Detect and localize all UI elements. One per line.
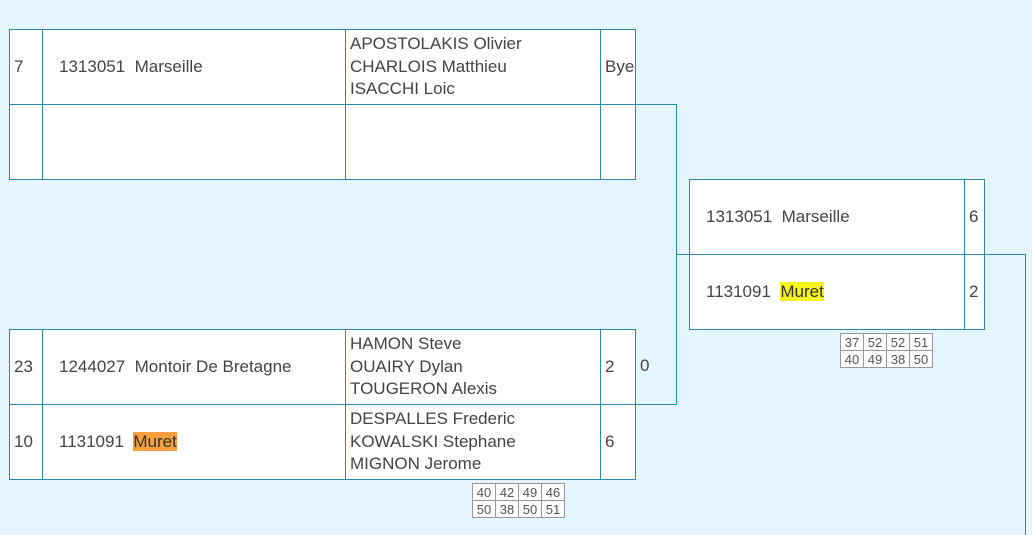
score: 6 bbox=[600, 404, 636, 480]
club-cell: 1313051 Marseille bbox=[42, 29, 346, 105]
team-row[interactable]: 23 1244027 Montoir De Bretagne HAMON Ste… bbox=[9, 329, 636, 405]
player-name: MIGNON Jerome bbox=[350, 454, 482, 474]
connector-line bbox=[636, 104, 677, 105]
extra-score: 0 bbox=[640, 356, 650, 375]
team-row[interactable]: 1131091 Muret 2 bbox=[689, 254, 985, 330]
club-cell: 1244027 Montoir De Bretagne bbox=[42, 329, 346, 405]
end-score: 37 bbox=[840, 333, 864, 351]
score: 2 bbox=[964, 254, 985, 330]
player-name: APOSTOLAKIS Olivier bbox=[350, 34, 522, 54]
seed: 10 bbox=[9, 404, 43, 480]
end-score: 49 bbox=[518, 483, 542, 501]
connector-line bbox=[1025, 254, 1026, 535]
player-name: DESPALLES Frederic bbox=[350, 409, 516, 429]
end-score: 52 bbox=[886, 333, 910, 351]
player-name: TOUGERON Alexis bbox=[350, 379, 498, 399]
end-score: 49 bbox=[863, 350, 887, 368]
club-code: 1313051 bbox=[706, 207, 773, 226]
club-code: 1313051 bbox=[59, 57, 126, 76]
end-score: 38 bbox=[495, 500, 519, 518]
players-cell bbox=[345, 104, 601, 180]
score: 2 bbox=[600, 329, 636, 405]
score bbox=[600, 104, 636, 180]
player-name: HAMON Steve bbox=[350, 334, 462, 354]
ends-table: 37 52 52 51 40 49 38 50 bbox=[840, 333, 933, 368]
club-name-highlighted[interactable]: Muret bbox=[133, 432, 177, 451]
club-name[interactable]: Marseille bbox=[134, 57, 203, 76]
club-code: 1131091 bbox=[59, 432, 124, 451]
score: 6 bbox=[964, 179, 985, 255]
end-score: 42 bbox=[495, 483, 519, 501]
players-cell: DESPALLES Frederic KOWALSKI Stephane MIG… bbox=[345, 404, 601, 480]
player-name: OUAIRY Dylan bbox=[350, 356, 463, 376]
match-r1-m2: 23 1244027 Montoir De Bretagne HAMON Ste… bbox=[9, 329, 636, 480]
players-cell: APOSTOLAKIS Olivier CHARLOIS Matthieu IS… bbox=[345, 29, 601, 105]
seed: 7 bbox=[9, 29, 43, 105]
club-name[interactable]: Marseille bbox=[781, 207, 850, 226]
player-name: CHARLOIS Matthieu bbox=[350, 56, 507, 76]
end-score: 50 bbox=[518, 500, 542, 518]
team-row[interactable]: 1313051 Marseille 6 bbox=[689, 179, 985, 255]
end-score: 51 bbox=[541, 500, 565, 518]
connector-line bbox=[984, 254, 1026, 255]
players-cell: HAMON Steve OUAIRY Dylan TOUGERON Alexis bbox=[345, 329, 601, 405]
connector-line bbox=[676, 254, 690, 255]
team-row[interactable]: 10 1131091 Muret DESPALLES Frederic KOWA… bbox=[9, 404, 636, 480]
team-row[interactable]: 7 1313051 Marseille APOSTOLAKIS Olivier … bbox=[9, 29, 636, 105]
player-name: ISACCHI Loic bbox=[350, 79, 455, 99]
seed: 23 bbox=[9, 329, 43, 405]
seed bbox=[9, 104, 43, 180]
team-row-empty bbox=[9, 104, 636, 180]
end-score: 40 bbox=[840, 350, 864, 368]
player-name: KOWALSKI Stephane bbox=[350, 431, 516, 451]
club-cell bbox=[42, 104, 346, 180]
club-cell: 1313051 Marseille bbox=[689, 179, 965, 255]
end-score: 51 bbox=[909, 333, 933, 351]
end-score: 52 bbox=[863, 333, 887, 351]
end-score: 46 bbox=[541, 483, 565, 501]
club-code: 1244027 bbox=[59, 357, 126, 376]
end-score: 38 bbox=[886, 350, 910, 368]
end-score: 40 bbox=[472, 483, 496, 501]
ends-table: 40 42 49 46 50 38 50 51 bbox=[472, 483, 565, 518]
club-code: 1131091 bbox=[706, 282, 771, 301]
end-score: 50 bbox=[909, 350, 933, 368]
end-score: 50 bbox=[472, 500, 496, 518]
club-name[interactable]: Montoir De Bretagne bbox=[134, 357, 292, 376]
connector-line bbox=[636, 404, 677, 405]
match-r1-m1: 7 1313051 Marseille APOSTOLAKIS Olivier … bbox=[9, 29, 636, 180]
club-cell: 1131091 Muret bbox=[689, 254, 965, 330]
match-r2: 1313051 Marseille 6 1131091 Muret 2 bbox=[689, 179, 985, 330]
score: Bye bbox=[600, 29, 636, 105]
club-cell: 1131091 Muret bbox=[42, 404, 346, 480]
club-name-highlighted[interactable]: Muret bbox=[780, 282, 824, 301]
